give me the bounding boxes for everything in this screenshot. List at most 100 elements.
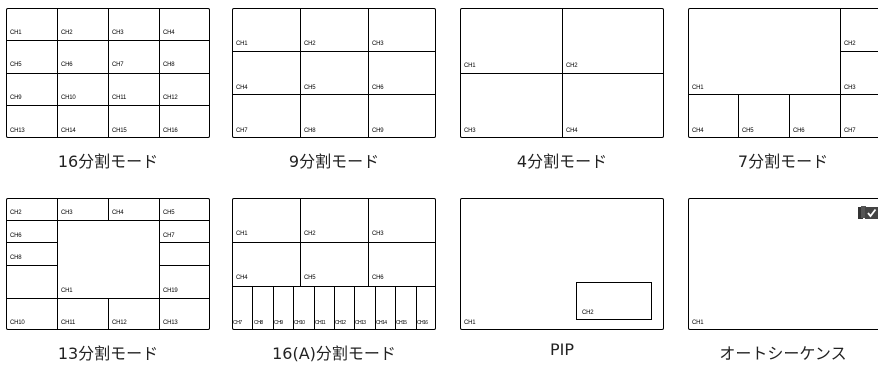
grid-line bbox=[232, 94, 436, 95]
grid-line bbox=[108, 198, 109, 220]
channel-label: CH3 bbox=[112, 30, 124, 36]
channel-label: CH7 bbox=[844, 128, 856, 134]
layout-7-split[interactable]: CH1 CH2 CH3 CH4 CH5 CH6 CH7 bbox=[688, 8, 878, 138]
layout-9-split[interactable]: CH1 CH2 CH3 CH4 CH5 CH6 CH7 CH8 CH9 bbox=[232, 8, 436, 138]
channel-label: CH11 bbox=[61, 320, 76, 326]
layout-auto-sequence[interactable]: CH1 bbox=[688, 198, 878, 330]
grid-line bbox=[395, 286, 396, 330]
channel-label: CH16 bbox=[163, 128, 178, 134]
channel-label: CH5 bbox=[163, 210, 175, 216]
channel-label: CH2 bbox=[582, 310, 594, 316]
channel-label: CH3 bbox=[464, 128, 476, 134]
channel-label: CH4 bbox=[112, 210, 124, 216]
grid-line bbox=[789, 94, 790, 138]
channel-label: CH7 bbox=[236, 128, 248, 134]
channel-label: CH11 bbox=[315, 320, 326, 326]
grid-line bbox=[300, 198, 301, 286]
caption-auto-sequence: オートシーケンス bbox=[719, 344, 847, 363]
channel-label: CH9 bbox=[274, 320, 283, 326]
grid-line bbox=[738, 94, 739, 138]
channel-label: CH8 bbox=[163, 62, 175, 68]
caption-13-split: 13分割モード bbox=[57, 344, 159, 363]
channel-label: CH8 bbox=[10, 255, 22, 261]
channel-label: CH12 bbox=[163, 95, 178, 101]
caption-pip: PIP bbox=[549, 340, 574, 359]
channel-label: CH5 bbox=[742, 128, 754, 134]
grid-line bbox=[334, 286, 335, 330]
grid-line bbox=[6, 220, 210, 221]
auto-sequence-icon bbox=[858, 206, 878, 219]
grid-line bbox=[375, 286, 376, 330]
channel-label: CH9 bbox=[10, 95, 22, 101]
channel-label: CH2 bbox=[10, 210, 22, 216]
layout-4-split[interactable]: CH1 CH2 CH3 CH4 bbox=[460, 8, 664, 138]
channel-label: CH16 bbox=[417, 320, 428, 326]
grid-line bbox=[252, 286, 253, 330]
grid-line bbox=[108, 298, 109, 330]
channel-label: CH7 bbox=[112, 62, 124, 68]
channel-label: CH12 bbox=[112, 320, 127, 326]
grid-line bbox=[354, 286, 355, 330]
channel-label: CH1 bbox=[464, 63, 476, 69]
grid-line bbox=[293, 286, 294, 330]
channel-label: CH12 bbox=[335, 320, 346, 326]
channel-label: CH14 bbox=[61, 128, 76, 134]
channel-label: CH1 bbox=[692, 85, 704, 91]
grid-line bbox=[368, 198, 369, 286]
channel-label: CH14 bbox=[376, 320, 387, 326]
grid-line bbox=[159, 198, 160, 330]
channel-label: CH10 bbox=[10, 320, 25, 326]
caption-9-split: 9分割モード bbox=[288, 152, 380, 171]
caption-7-split: 7分割モード bbox=[737, 152, 829, 171]
layout-16a-split[interactable]: CH1 CH2 CH3 CH4 CH5 CH6 CH7 CH8 CH9 CH10… bbox=[232, 198, 436, 330]
channel-label: CH4 bbox=[236, 85, 248, 91]
grid-line bbox=[232, 242, 436, 243]
channel-label: CH13 bbox=[163, 320, 178, 326]
grid-line bbox=[57, 198, 58, 330]
channel-label: CH1 bbox=[236, 231, 248, 237]
grid-line bbox=[159, 8, 160, 138]
channel-label: CH8 bbox=[254, 320, 263, 326]
channel-label: CH4 bbox=[692, 128, 704, 134]
layout-16-split[interactable]: CH1 CH2 CH3 CH4 CH5 CH6 CH7 CH8 CH9 CH10… bbox=[6, 8, 210, 138]
channel-label: CH10 bbox=[61, 95, 76, 101]
channel-label: CH13 bbox=[10, 128, 25, 134]
channel-label: CH2 bbox=[304, 41, 316, 47]
channel-label: CH1 bbox=[61, 288, 73, 294]
channel-label: CH6 bbox=[372, 85, 384, 91]
screen-7-split bbox=[688, 8, 878, 138]
channel-label: CH11 bbox=[112, 95, 127, 101]
channel-label: CH6 bbox=[793, 128, 805, 134]
grid-line bbox=[840, 51, 878, 52]
layout-13-split[interactable]: CH2 CH3 CH4 CH5 CH6 CH7 CH8 CH1 CH19 CH1… bbox=[6, 198, 210, 330]
grid-line bbox=[840, 8, 841, 138]
grid-line bbox=[416, 286, 417, 330]
grid-line bbox=[159, 265, 210, 266]
channel-label: CH15 bbox=[396, 320, 407, 326]
channel-label: CH2 bbox=[304, 231, 316, 237]
grid-line bbox=[57, 8, 58, 138]
channel-label: CH13 bbox=[355, 320, 366, 326]
channel-label: CH4 bbox=[566, 128, 578, 134]
channel-label: CH6 bbox=[10, 233, 22, 239]
grid-line bbox=[273, 286, 274, 330]
channel-label: CH1 bbox=[10, 30, 22, 36]
channel-label: CH3 bbox=[844, 85, 856, 91]
channel-label: CH3 bbox=[372, 41, 384, 47]
channel-label: CH5 bbox=[304, 275, 316, 281]
channel-label: CH7 bbox=[233, 320, 242, 326]
grid-line bbox=[314, 286, 315, 330]
grid-line bbox=[108, 8, 109, 138]
channel-label: CH4 bbox=[236, 275, 248, 281]
channel-label: CH7 bbox=[163, 233, 175, 239]
channel-label: CH8 bbox=[304, 128, 316, 134]
channel-label: CH1 bbox=[692, 320, 704, 326]
channel-label: CH2 bbox=[566, 63, 578, 69]
channel-label: CH9 bbox=[372, 128, 384, 134]
channel-label: CH5 bbox=[304, 85, 316, 91]
channel-label: CH3 bbox=[61, 210, 73, 216]
pip-inset bbox=[576, 282, 652, 320]
caption-16a-split: 16(A)分割モード bbox=[272, 344, 396, 363]
channel-label: CH6 bbox=[61, 62, 73, 68]
layout-pip[interactable]: CH1 CH2 bbox=[460, 198, 664, 330]
